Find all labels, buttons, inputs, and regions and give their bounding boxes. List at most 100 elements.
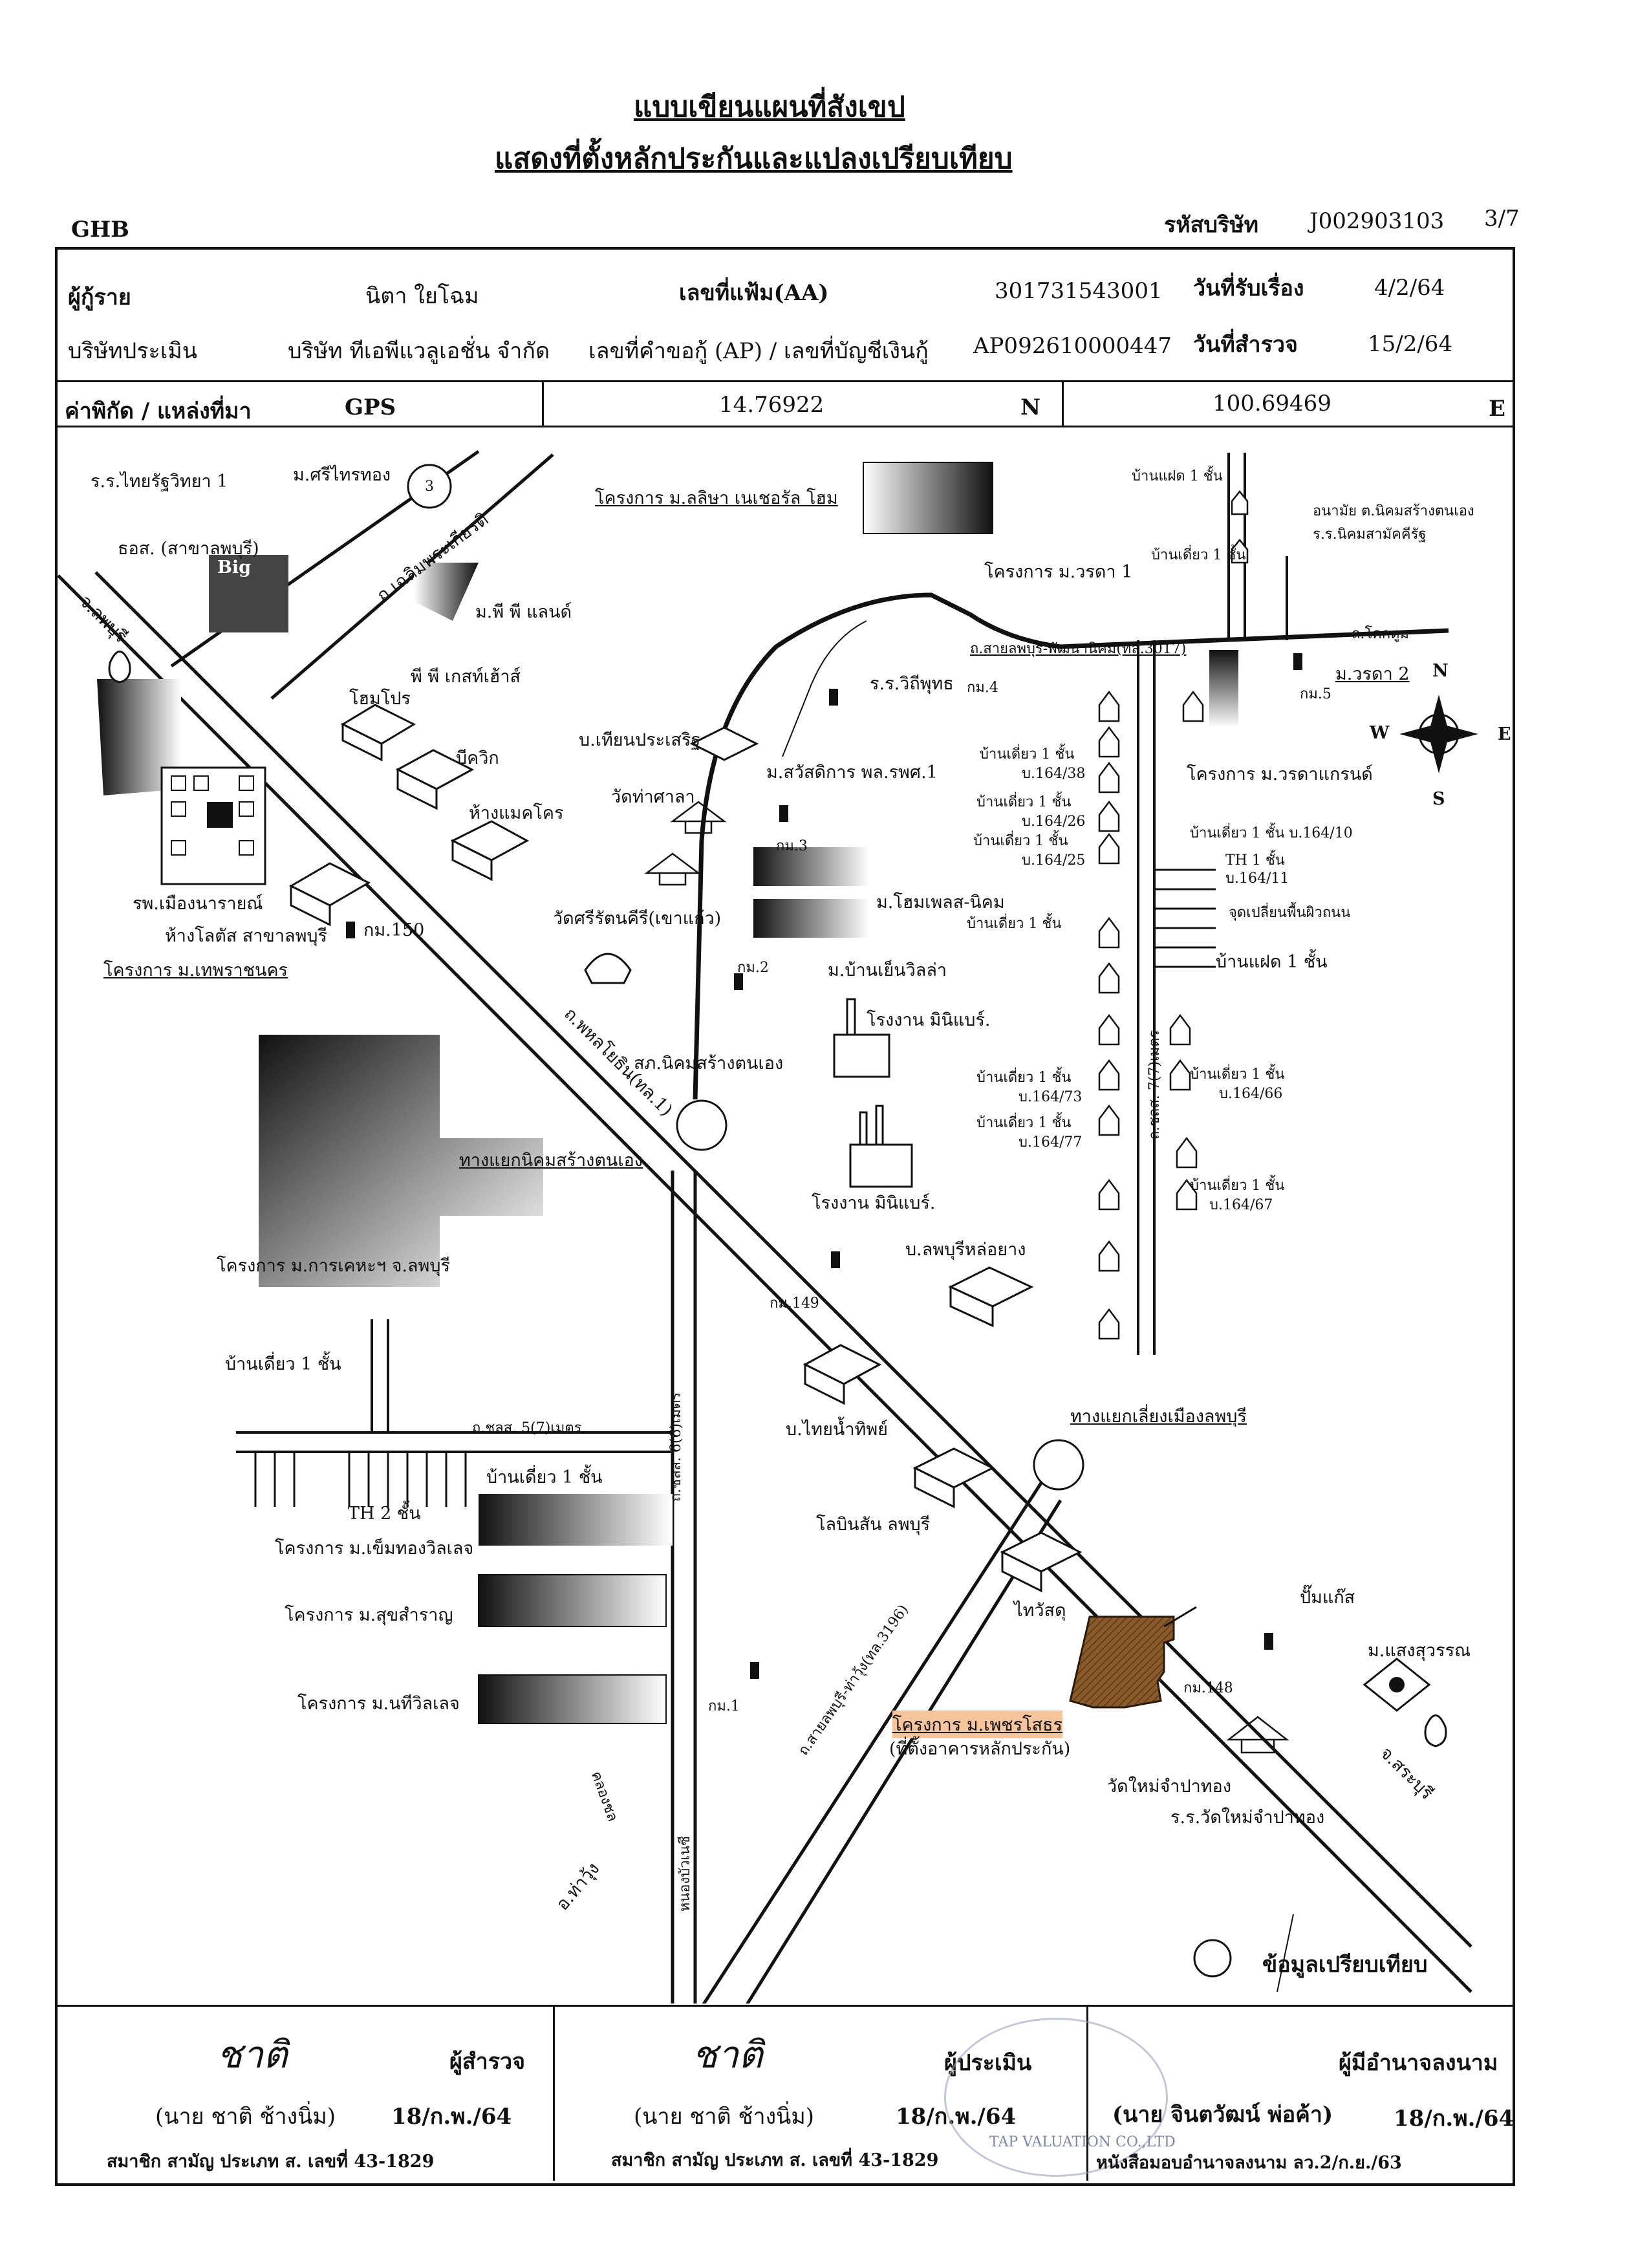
- label-th2: TH 2 ชั้น: [348, 1504, 421, 1524]
- appraiser-signature: ชาติ: [692, 2033, 763, 2077]
- label-h16438-no: บ.164/38: [1022, 766, 1086, 782]
- label-h16425: บ้านเดี่ยว 1 ชั้น: [973, 833, 1068, 849]
- compass-e: E: [1498, 724, 1511, 744]
- shell-logo: [584, 953, 632, 984]
- label-rd-6m: ถ.ชลส. 6(6)เมตร: [668, 1392, 685, 1502]
- org-code: GHB: [71, 217, 129, 243]
- label-sawat: ม.สวัสดิการ พล.รพศ.1: [766, 762, 938, 783]
- label-natee: โครงการ ม.นทีวิลเลจ: [297, 1694, 460, 1714]
- appraiser-name: (นาย ชาติ ช้างนิ่ม): [634, 2104, 815, 2130]
- warada2-block: [1209, 650, 1238, 728]
- label-route3: 3: [425, 479, 434, 495]
- pp-land: [414, 563, 479, 621]
- label-wat-mai: วัดใหม่จำปาทอง: [1107, 1777, 1231, 1797]
- label-h16425-no: บ.164/25: [1022, 852, 1086, 869]
- surveyor-member: สมาชิก สามัญ ประเภท ส. เลขที่ 43-1829: [107, 2152, 435, 2172]
- label-b-quik: บีควิก: [456, 748, 499, 768]
- file-no: 301731543001: [995, 278, 1163, 304]
- surveyor-date: 18/ก.พ./64: [391, 2104, 512, 2130]
- project-natee: [478, 1674, 667, 1724]
- map-frame: [55, 247, 1515, 2186]
- label-school-nikhom: ร.ร.นิคมสามัคคีรัฐ: [1313, 526, 1427, 543]
- appraiser-label: บริษัทประเมิน: [68, 338, 198, 364]
- signer-role: ผู้มีอำนาจลงนาม: [1339, 2050, 1498, 2076]
- label-km5: กม.5: [1300, 686, 1331, 702]
- label-health: อนามัย ต.นิคมสร้างตนเอง: [1313, 503, 1474, 519]
- label-h16466-no: บ.164/66: [1219, 1086, 1283, 1102]
- legend-compare-label: ข้อมูลเปรียบเทียบ: [1262, 1952, 1428, 1978]
- roundabout-bypass: [1033, 1439, 1084, 1491]
- project-karakhet: [259, 1035, 543, 1287]
- label-house-single-mid: บ้านเดี่ยว 1 ชั้น: [967, 916, 1062, 932]
- label-school-wat-mai: ร.ร.วัดใหม่จำปาทอง: [1170, 1808, 1325, 1828]
- label-h16410: บ้านเดี่ยว 1 ชั้น บ.164/10: [1190, 825, 1353, 841]
- label-gov-savings: ธอส. (สาขาลพบุรี): [118, 539, 259, 559]
- label-km2: กม.2: [737, 960, 769, 976]
- label-home-pro: โฮมโปร: [349, 689, 411, 709]
- label-km1: กม.1: [708, 1698, 740, 1714]
- label-h16467: บ้านเดี่ยว 1 ชั้น: [1190, 1178, 1285, 1194]
- application-no: AP092610000447: [973, 333, 1172, 359]
- label-bypass-junction: ทางแยกเลี่ยงเมืองลพบุรี: [1070, 1407, 1247, 1427]
- label-road-khok: ถ.โคกตูม: [1352, 626, 1409, 642]
- borrower-label: ผู้กู้ราย: [68, 285, 131, 310]
- label-wat-tasala: วัดท่าศาลา: [611, 787, 695, 807]
- label-suksamran: โครงการ ม.สุขสำราญ: [285, 1605, 453, 1625]
- stamp-text: TAP VALUATION CO.,LTD: [989, 2134, 1176, 2150]
- label-house-left: บ้านเดี่ยว 1 ชั้น: [225, 1354, 341, 1374]
- file-no-label: เลขที่แฟ้ม(AA): [679, 280, 829, 306]
- label-h16473: บ้านเดี่ยว 1 ชั้น: [976, 1070, 1072, 1086]
- soi-roads: [1137, 453, 1288, 1355]
- latitude-dir: N: [1020, 394, 1041, 420]
- company-code: J002903103: [1310, 208, 1445, 234]
- label-warada1: โครงการ ม.วรดา 1: [984, 562, 1133, 582]
- label-house-mid-left: บ้านเดี่ยว 1 ชั้น: [486, 1467, 603, 1487]
- label-school-thai: ร.ร.ไทยรัฐวิทยา 1: [91, 471, 228, 491]
- label-h16438: บ้านเดี่ยว 1 ชั้น: [980, 746, 1075, 762]
- label-wat-siratana: วัดศรีรัตนคีรี(เขาแก้ว): [553, 909, 722, 929]
- appraiser-member: สมาชิก สามัญ ประเภท ส. เลขที่ 43-1829: [611, 2150, 939, 2170]
- coordinate-label: ค่าพิกัด / แหล่งที่มา: [65, 398, 252, 424]
- signer-date: 18/ก.พ./64: [1394, 2106, 1514, 2132]
- label-lalisa: โครงการ ม.ลลิษา เนเชอรัล โฮม: [595, 488, 838, 508]
- company-code-label: รหัสบริษัท: [1164, 212, 1259, 238]
- label-h16426: บ้านเดี่ยว 1 ชั้น: [976, 794, 1072, 810]
- project-thai-rat-area: [97, 679, 181, 795]
- signer-letter: หนังสือมอบอำนาจลงนาม ลว.2/ก.ย./63: [1096, 2153, 1402, 2173]
- label-thepracha: โครงการ ม.เทพราชนคร: [103, 960, 288, 980]
- label-waradagrand: โครงการ ม.วรดาแกรนด์: [1187, 764, 1373, 784]
- label-thian: บ.เทียนประเสริฐ: [579, 730, 701, 750]
- label-saengsawan: ม.แสงสุวรรณ: [1368, 1641, 1471, 1661]
- signer-name: (นาย จินตวัฒน์ พ่อค้า): [1112, 2102, 1333, 2128]
- surveyor-signature: ชาติ: [217, 2033, 288, 2077]
- compass-icon: [1399, 695, 1478, 773]
- label-km3: กม.3: [776, 838, 808, 854]
- fuel-icons: [108, 651, 1447, 1747]
- label-subject-note: (ที่ตั้งอาคารหลักประกัน): [889, 1739, 1071, 1759]
- label-h16467-no: บ.164/67: [1209, 1197, 1273, 1213]
- company-stamp: [944, 2018, 1168, 2177]
- factories: [833, 998, 913, 1188]
- label-factory2: โรงงาน มินิแบร์.: [812, 1193, 936, 1213]
- page-number: 3/7: [1484, 206, 1520, 232]
- project-ruenthong: [479, 1494, 673, 1546]
- label-nikhom-coop: สภ.นิคมสร้างตนเอง: [634, 1053, 784, 1074]
- big-c-logo: [209, 555, 288, 632]
- surveyor-role: ผู้สำรวจ: [449, 2049, 526, 2075]
- label-pp-guesthouse: พี พี เกสท์เฮ้าส์: [411, 667, 521, 687]
- subject-property: [1069, 1615, 1175, 1709]
- label-lopburi-rubber: บ.ลพบุรีหล่อยาง: [905, 1240, 1026, 1260]
- label-thaiwatsadu: ไทวัสดุ: [1014, 1601, 1066, 1621]
- label-baan-yen: ม.บ้านเย็นวิลล่า: [828, 960, 947, 980]
- label-hospital: รพ.เมืองนารายณ์: [133, 894, 263, 914]
- label-km4: กม.4: [967, 680, 998, 696]
- roundabout-nikhom: [676, 1099, 727, 1151]
- document-subtitle: แสดงที่ตั้งหลักประกันและแปลงเปรียบเทียบ: [495, 142, 1013, 175]
- highway-phahonyothin: [58, 571, 1472, 1993]
- left-soi-lots: [254, 1452, 467, 1507]
- building-boxes: [288, 704, 1083, 1593]
- label-km148: กม.148: [1183, 1680, 1233, 1696]
- label-subject: โครงการ ม.เพชรโสธร: [892, 1711, 1063, 1738]
- document-title: แบบเขียนแผนที่สังเขป: [634, 91, 905, 124]
- label-poe: หนองบัวเนซี: [677, 1835, 694, 1912]
